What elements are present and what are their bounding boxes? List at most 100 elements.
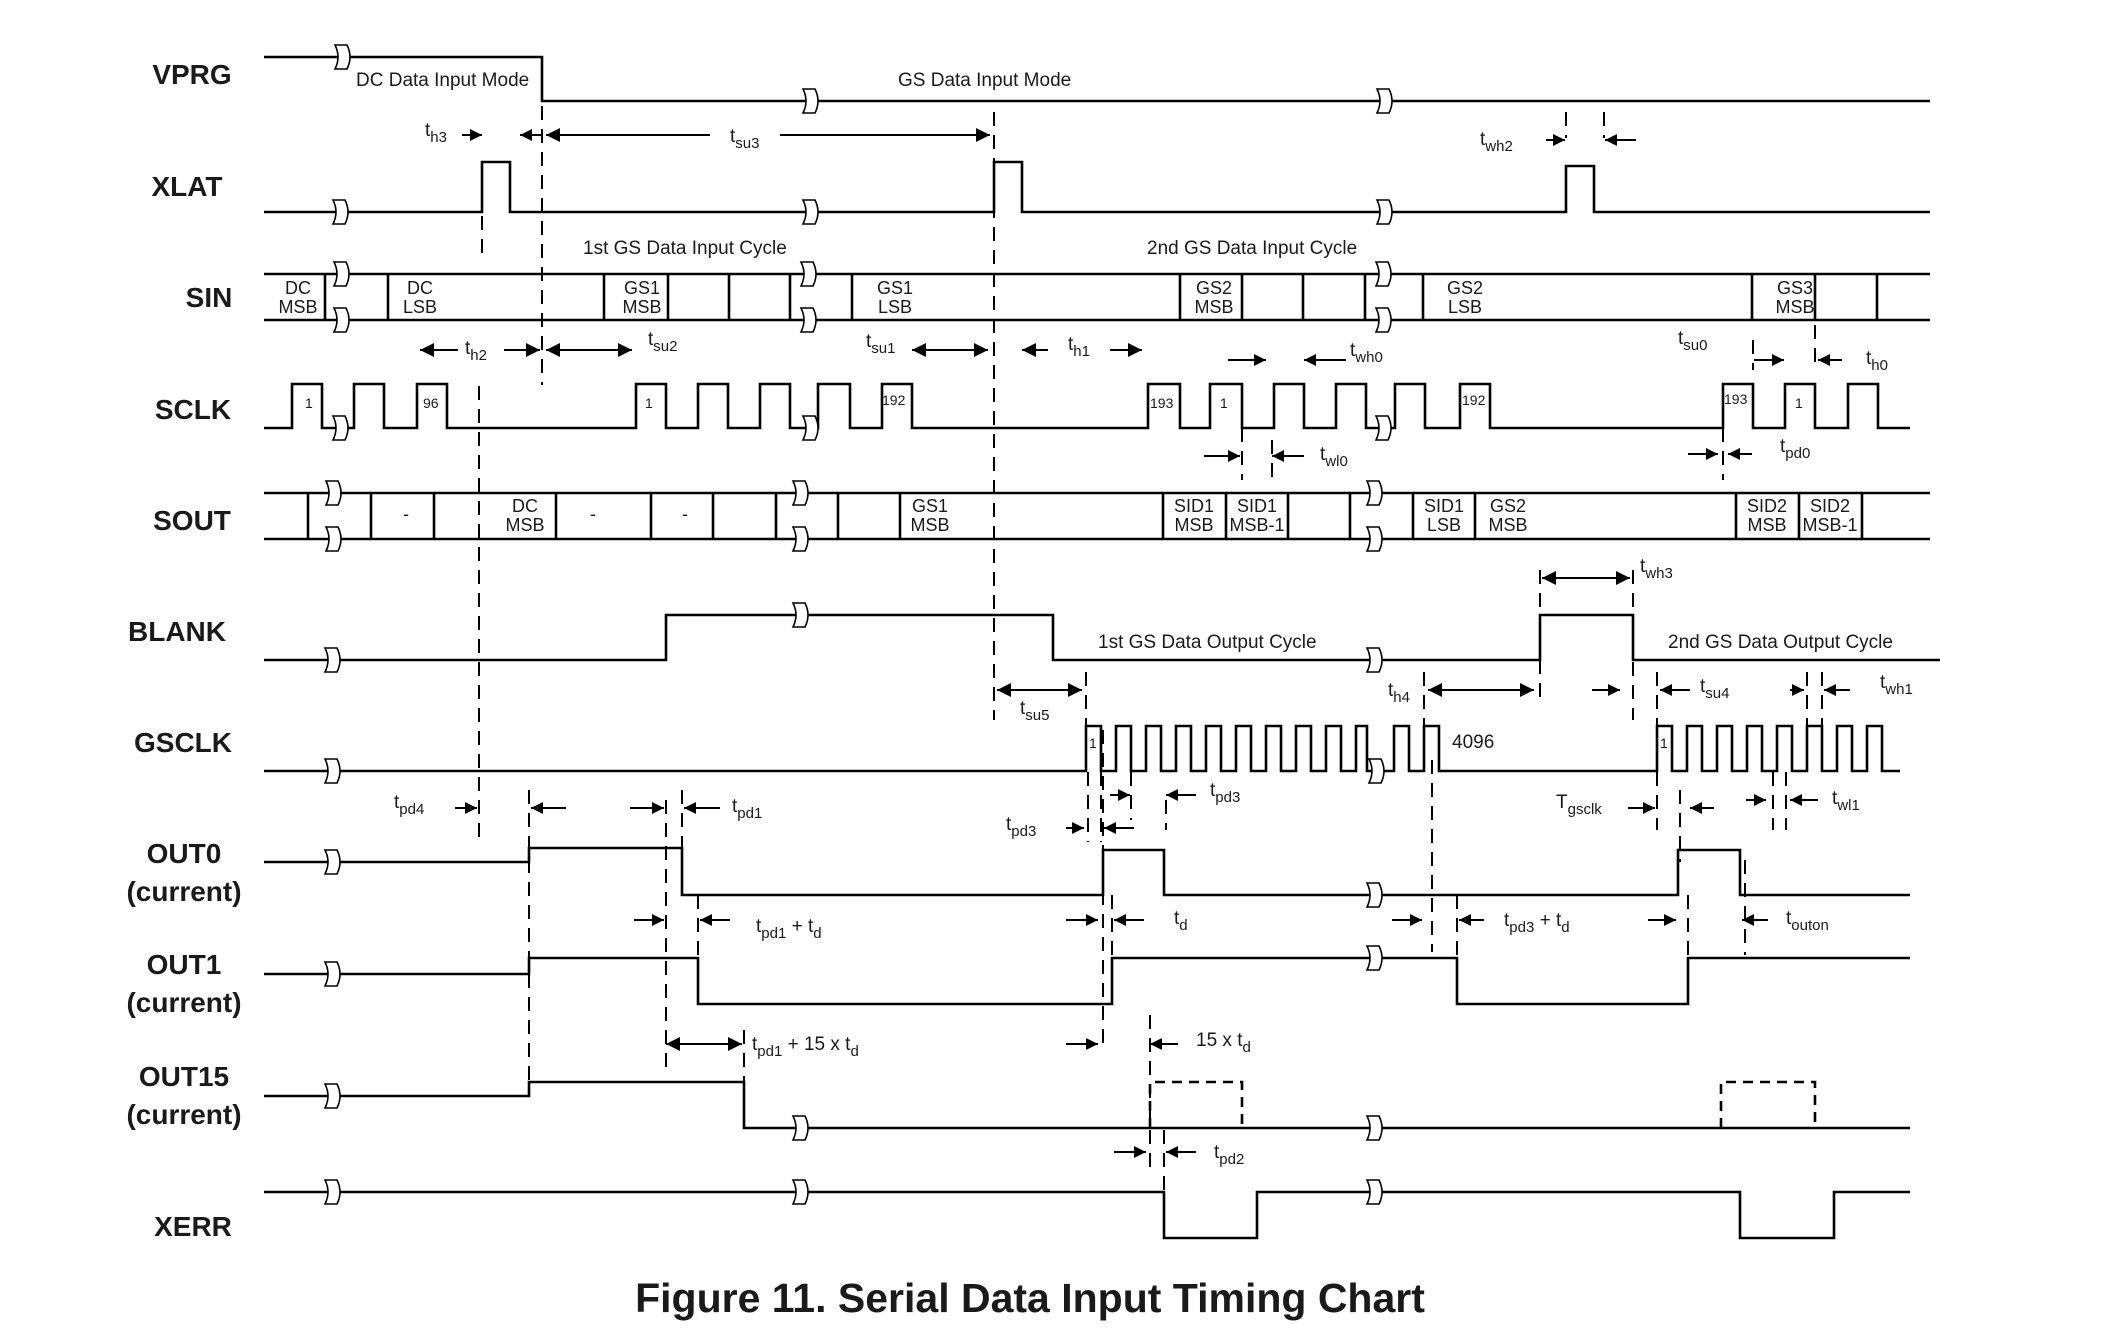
waveform-out1 bbox=[264, 945, 1910, 1006]
sout-cell-label: LSB bbox=[1427, 515, 1461, 535]
break-mark bbox=[323, 758, 341, 784]
sout-cell-label: MSB bbox=[1174, 515, 1213, 535]
waveform-out15 bbox=[264, 1080, 1910, 1141]
sclk-mark: 1 bbox=[645, 395, 653, 411]
waveform-gsclk bbox=[264, 724, 1900, 784]
figure-caption: Figure 11. Serial Data Input Timing Char… bbox=[635, 1275, 1425, 1321]
break-mark bbox=[323, 647, 341, 673]
sin-cell-label: LSB bbox=[403, 297, 437, 317]
param-label-tpd3: tpd3 bbox=[1006, 814, 1036, 840]
sout-cell-label: DC bbox=[512, 496, 538, 516]
param-label-15-x-td: 15 x td bbox=[1196, 1030, 1251, 1056]
param-label-tgsclk: Tgsclk bbox=[1556, 792, 1602, 818]
gsclk-count-marks: 1 4096 1 bbox=[1089, 732, 1668, 753]
phase-1st-gs-data-input-cycle: 1st GS Data Input Cycle bbox=[583, 238, 787, 259]
param-label-th1: th1 bbox=[1068, 334, 1090, 360]
signal-label-sout: SOUT bbox=[153, 505, 231, 536]
sclk-mark: 193 bbox=[1724, 391, 1748, 407]
break-mark bbox=[331, 415, 349, 441]
sin-cell-label: LSB bbox=[878, 297, 912, 317]
sclk-mark: 1 bbox=[1220, 395, 1228, 411]
sclk-count-marks: 1 96 1 192 193 1 192 193 1 bbox=[305, 391, 1803, 411]
break-mark bbox=[801, 199, 819, 225]
sclk-mark: 193 bbox=[1150, 395, 1174, 411]
break-mark bbox=[801, 88, 819, 114]
sout-cell-label: SID2 bbox=[1810, 496, 1850, 516]
waveform-xerr bbox=[264, 1179, 1910, 1240]
sin-cell-label: LSB bbox=[1448, 297, 1482, 317]
waveform-sout bbox=[264, 480, 1930, 552]
break-mark bbox=[323, 1179, 341, 1205]
param-label-td: td bbox=[1174, 908, 1188, 934]
break-mark bbox=[1365, 1179, 1383, 1205]
signal-label-gsclk: GSCLK bbox=[134, 727, 232, 758]
param-label-touton: touton bbox=[1786, 908, 1829, 934]
sclk-mark: 1 bbox=[305, 395, 313, 411]
sout-cell-label: SID1 bbox=[1424, 496, 1464, 516]
sin-cell-labels: DC MSB DC LSB GS1 MSB GS1 LSB GS2 MSB GS… bbox=[278, 278, 1814, 317]
gsclk-mark: 1 bbox=[1089, 735, 1097, 751]
param-label-tpd2: tpd2 bbox=[1214, 1142, 1244, 1168]
sout-cell-label: MSB bbox=[1488, 515, 1527, 535]
sout-cell-label: SID1 bbox=[1237, 496, 1277, 516]
break-mark bbox=[1374, 261, 1392, 333]
break-mark bbox=[1365, 945, 1383, 971]
sout-cell-label: MSB bbox=[1747, 515, 1786, 535]
signal-label-xlat: XLAT bbox=[151, 171, 222, 202]
gsclk-mark: 4096 bbox=[1452, 732, 1494, 753]
break-mark bbox=[791, 480, 809, 552]
phase-2nd-gs-data-output-cycle: 2nd GS Data Output Cycle bbox=[1668, 632, 1893, 653]
sin-cell-label: DC bbox=[407, 278, 433, 298]
sin-cell-label: GS2 bbox=[1196, 278, 1232, 298]
break-mark bbox=[791, 1179, 809, 1205]
param-label-twh0: twh0 bbox=[1350, 340, 1383, 366]
break-mark bbox=[1365, 647, 1383, 673]
sin-cell-label: GS2 bbox=[1447, 278, 1483, 298]
param-label-twh2: twh2 bbox=[1480, 129, 1513, 155]
signal-label-sclk: SCLK bbox=[155, 394, 231, 425]
timing-arrows bbox=[420, 128, 1850, 1192]
break-mark bbox=[801, 415, 819, 441]
break-mark bbox=[331, 199, 349, 225]
signal-label-blank: BLANK bbox=[128, 616, 226, 647]
sout-cell-label: SID1 bbox=[1174, 496, 1214, 516]
sin-cell-label: MSB bbox=[622, 297, 661, 317]
sout-cell-label: - bbox=[590, 504, 596, 524]
alignment-guides bbox=[478, 60, 1746, 1172]
waveform-sclk bbox=[264, 382, 1910, 441]
signal-label-out1-sub: (current) bbox=[126, 987, 241, 1018]
break-mark bbox=[1375, 88, 1393, 114]
param-label-th3: th3 bbox=[425, 120, 447, 146]
gsclk-mark: 1 bbox=[1660, 735, 1668, 751]
sclk-mark: 96 bbox=[423, 395, 439, 411]
signal-label-out15: OUT15 bbox=[139, 1061, 229, 1092]
sout-cell-label: MSB-1 bbox=[1229, 515, 1284, 535]
param-label-tsu2: tsu2 bbox=[648, 329, 677, 355]
sin-cell-label: MSB bbox=[1194, 297, 1233, 317]
signal-label-vprg: VPRG bbox=[152, 59, 231, 90]
sin-cell-label: GS3 bbox=[1777, 278, 1813, 298]
sout-cell-label: GS1 bbox=[912, 496, 948, 516]
param-label-tpd3: tpd3 bbox=[1210, 780, 1240, 806]
break-mark bbox=[332, 261, 350, 333]
sout-cell-label: MSB-1 bbox=[1802, 515, 1857, 535]
signal-label-out0: OUT0 bbox=[147, 838, 222, 869]
signal-label-xerr: XERR bbox=[154, 1211, 232, 1242]
param-label-tsu4: tsu4 bbox=[1700, 676, 1729, 702]
sout-cell-label: - bbox=[682, 504, 688, 524]
sin-cell-label: MSB bbox=[1775, 297, 1814, 317]
signal-label-out15-sub: (current) bbox=[126, 1099, 241, 1130]
phase-gs-data-input-mode: GS Data Input Mode bbox=[898, 70, 1071, 91]
sout-cell-label: MSB bbox=[505, 515, 544, 535]
break-mark bbox=[791, 1115, 809, 1141]
sclk-mark: 1 bbox=[1795, 395, 1803, 411]
sin-cell-label: MSB bbox=[278, 297, 317, 317]
signal-label-out0-sub: (current) bbox=[126, 876, 241, 907]
param-label-tpd4: tpd4 bbox=[394, 792, 424, 818]
break-mark bbox=[791, 602, 809, 628]
sin-cell-label: GS1 bbox=[877, 278, 913, 298]
phase-dc-data-input-mode: DC Data Input Mode bbox=[356, 70, 529, 91]
param-label-tpd1: tpd1 bbox=[732, 796, 762, 822]
break-mark bbox=[324, 480, 342, 552]
